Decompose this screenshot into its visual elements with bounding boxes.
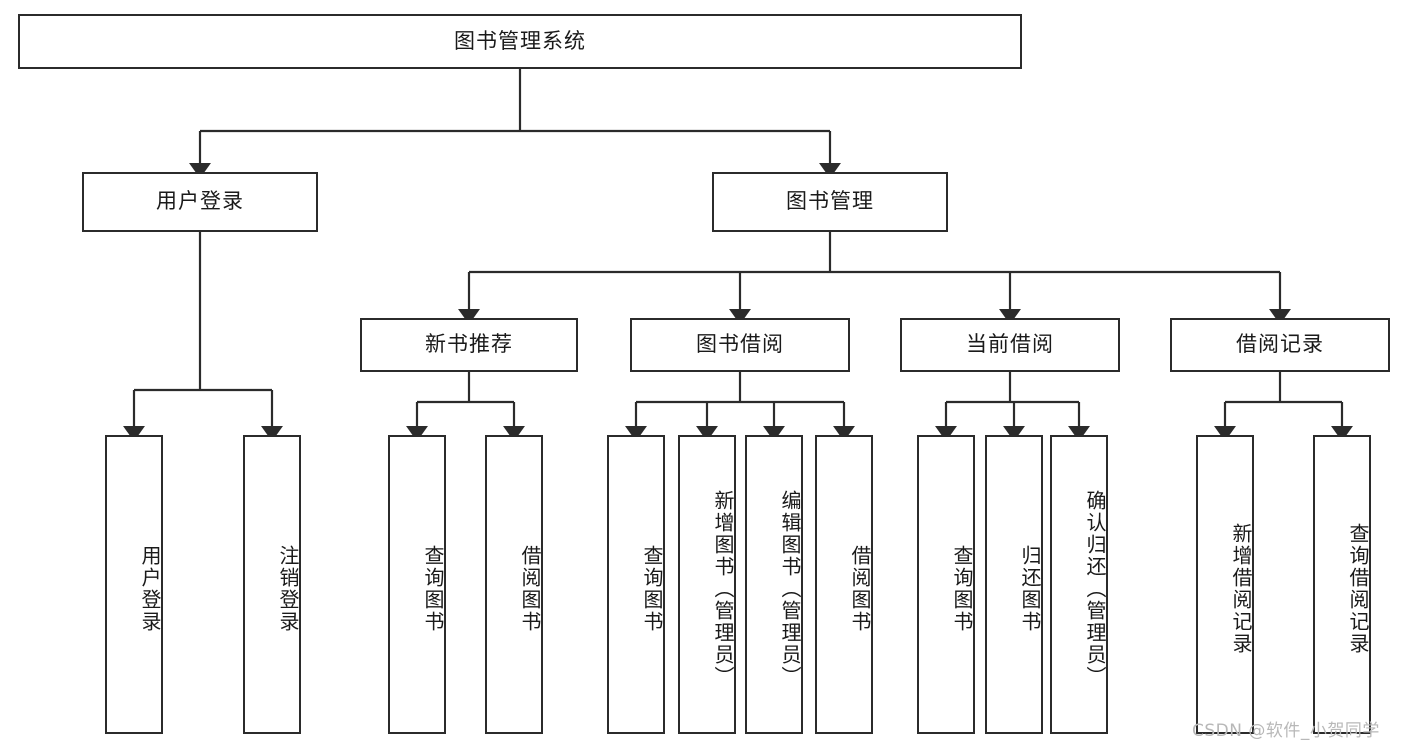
node-leaf-return[interactable]: 归还图书: [985, 435, 1043, 734]
node-leaf-confirm[interactable]: 确认归还（管理员）: [1050, 435, 1108, 734]
node-label: 图书管理: [786, 189, 874, 214]
node-label: 注销登录: [276, 544, 300, 633]
node-label: 新书推荐: [425, 332, 513, 357]
node-label: 确认归还（管理员）: [1083, 489, 1107, 688]
node-label: 借阅图书: [848, 544, 872, 633]
node-leaf-query-1[interactable]: 查询图书: [388, 435, 446, 734]
node-label: 查询借阅记录: [1346, 522, 1370, 655]
node-leaf-logout[interactable]: 注销登录: [243, 435, 301, 734]
node-leaf-borrow-2[interactable]: 借阅图书: [815, 435, 873, 734]
node-label: 图书管理系统: [454, 28, 586, 53]
node-label: 查询图书: [640, 544, 664, 633]
node-new-book-rec[interactable]: 新书推荐: [360, 318, 578, 372]
node-leaf-user-login[interactable]: 用户登录: [105, 435, 163, 734]
node-label: 新增图书（管理员）: [711, 489, 735, 688]
node-leaf-add-book[interactable]: 新增图书（管理员）: [678, 435, 736, 734]
node-leaf-query-rec[interactable]: 查询借阅记录: [1313, 435, 1371, 734]
node-label: 归还图书: [1018, 544, 1042, 633]
node-current-borrow[interactable]: 当前借阅: [900, 318, 1120, 372]
node-label: 借阅图书: [518, 544, 542, 633]
node-root[interactable]: 图书管理系统: [18, 14, 1022, 69]
node-book-borrow[interactable]: 图书借阅: [630, 318, 850, 372]
node-label: 当前借阅: [966, 332, 1054, 357]
node-borrow-record[interactable]: 借阅记录: [1170, 318, 1390, 372]
csdn-watermark: CSDN @软件_小贺同学: [1192, 721, 1380, 741]
node-leaf-edit-book[interactable]: 编辑图书（管理员）: [745, 435, 803, 734]
node-leaf-query-3[interactable]: 查询图书: [917, 435, 975, 734]
node-leaf-query-2[interactable]: 查询图书: [607, 435, 665, 734]
node-user-login[interactable]: 用户登录: [82, 172, 318, 232]
node-label: 查询图书: [421, 544, 445, 633]
node-label: 查询图书: [950, 544, 974, 633]
node-label: 新增借阅记录: [1229, 522, 1253, 655]
node-leaf-add-rec[interactable]: 新增借阅记录: [1196, 435, 1254, 734]
node-book-mgmt[interactable]: 图书管理: [712, 172, 948, 232]
node-label: 图书借阅: [696, 332, 784, 357]
node-leaf-borrow-1[interactable]: 借阅图书: [485, 435, 543, 734]
node-label: 借阅记录: [1236, 332, 1324, 357]
node-label: 编辑图书（管理员）: [778, 489, 802, 688]
node-label: 用户登录: [138, 544, 162, 633]
node-label: 用户登录: [156, 189, 244, 214]
